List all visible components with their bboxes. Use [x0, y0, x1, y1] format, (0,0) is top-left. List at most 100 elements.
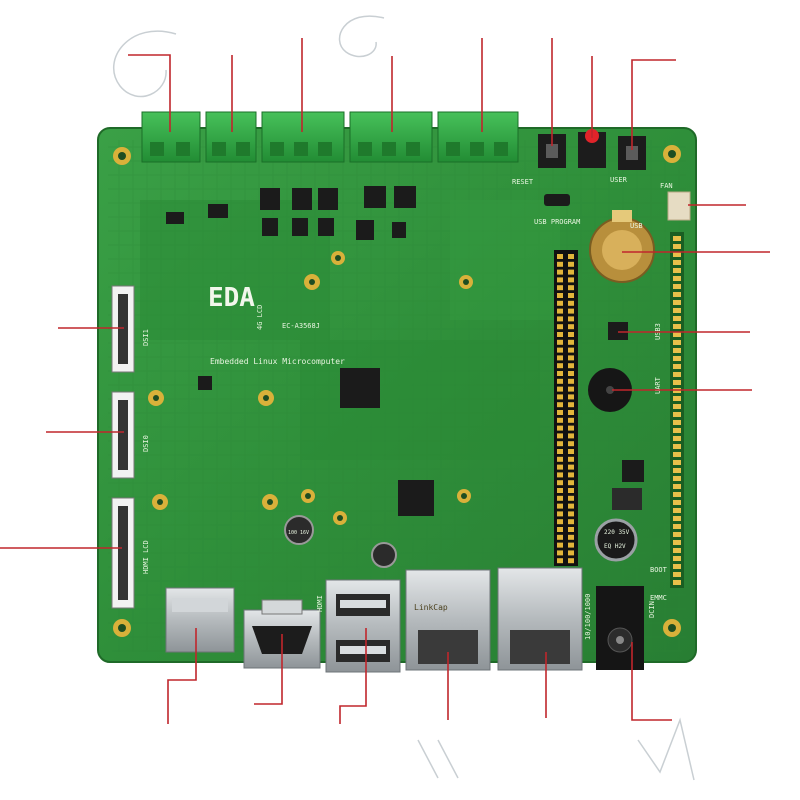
- label-small-cap: 100 16V: [288, 530, 309, 536]
- callout-dc-power-jack: [631, 642, 672, 721]
- edge-pin: [673, 380, 681, 385]
- header-pin: [568, 558, 574, 564]
- capacitor: [371, 542, 397, 568]
- watermark: [113, 15, 695, 781]
- header-pin: [557, 519, 563, 525]
- header-pin: [568, 300, 574, 306]
- header-pin: [568, 449, 574, 454]
- header-pin: [568, 293, 574, 298]
- header-pin: [568, 410, 574, 415]
- capacitor: [284, 515, 314, 545]
- mounting-hole: [113, 145, 681, 637]
- header-pin: [557, 293, 563, 298]
- header-pin: [568, 371, 574, 376]
- header-pin: [557, 503, 563, 509]
- header-pin: [557, 472, 563, 478]
- header-pin: [557, 464, 563, 470]
- tf-card-slot: [165, 587, 235, 653]
- label-cap-code: EQ H2V: [604, 543, 626, 550]
- edge-pin: [673, 452, 681, 457]
- header-pin: [568, 285, 574, 291]
- label-fan: FAN: [660, 182, 673, 190]
- gpio-header: [554, 250, 578, 566]
- header-pin: [568, 425, 574, 431]
- callout-user-button: [631, 59, 676, 150]
- header-pin: [568, 316, 574, 322]
- edge-pin: [673, 364, 681, 369]
- callout-lines: [0, 38, 770, 724]
- header-pin: [568, 495, 574, 501]
- header-pin: [568, 324, 574, 330]
- edge-pin: [673, 340, 681, 345]
- header-pin: [557, 456, 563, 462]
- edge-pin: [673, 316, 681, 321]
- header-pin: [568, 363, 574, 369]
- header-pin: [568, 433, 574, 439]
- edge-pin: [673, 564, 681, 569]
- header-pin: [568, 480, 574, 486]
- header-pin: [557, 261, 563, 267]
- label-uart: UART: [654, 376, 662, 394]
- header-pin: [557, 441, 563, 447]
- header-pin: [568, 347, 574, 353]
- header-pin: [568, 308, 574, 314]
- header-pin: [568, 456, 574, 462]
- label-reset: RESET: [512, 178, 534, 186]
- header-pin: [557, 363, 563, 369]
- right-edge-header: [670, 232, 684, 588]
- header-pin: [557, 488, 563, 493]
- fan-header: [667, 191, 691, 221]
- header-pin: [557, 394, 563, 400]
- edge-pin: [673, 332, 681, 337]
- header-pin: [557, 324, 563, 330]
- header-pin: [568, 277, 574, 283]
- edge-pin: [673, 508, 681, 513]
- edge-pin: [673, 468, 681, 473]
- callout-hdmi-port: [254, 634, 283, 705]
- callout-tf-card-slot: [167, 628, 197, 724]
- header-pin: [568, 417, 574, 423]
- header-pin: [557, 558, 563, 564]
- edge-pin: [673, 524, 681, 529]
- label-emmc: EMMC: [650, 594, 667, 602]
- edge-pin: [673, 260, 681, 265]
- board-logo: EDA: [208, 283, 255, 313]
- edge-pin: [673, 404, 681, 409]
- edge-pin: [673, 412, 681, 417]
- header-pin: [568, 511, 574, 517]
- header-pin: [557, 308, 563, 314]
- header-pin: [568, 534, 574, 540]
- label-dsi0: DSI0: [142, 435, 150, 452]
- header-pin: [557, 410, 563, 415]
- edge-pin: [673, 540, 681, 545]
- edge-pin: [673, 492, 681, 497]
- edge-pin: [673, 324, 681, 329]
- header-pin: [568, 339, 574, 345]
- label-cap-rating: 220 35V: [604, 529, 630, 536]
- callout-terminal-block-1: [128, 54, 171, 132]
- edge-pin: [673, 420, 681, 425]
- label-usb: USB: [630, 222, 643, 230]
- label-usb-program: USB PROGRAM: [534, 218, 580, 226]
- edge-pin: [673, 236, 681, 241]
- header-pin: [568, 402, 574, 408]
- header-pin: [557, 449, 563, 454]
- edge-pin: [673, 548, 681, 553]
- label-boot: BOOT: [650, 566, 668, 574]
- label-linkcap: LinkCap: [414, 603, 448, 612]
- header-pin: [557, 534, 563, 540]
- ic-chips: [166, 186, 644, 516]
- edge-pin: [673, 580, 681, 585]
- edge-pin: [673, 276, 681, 281]
- header-pin: [568, 394, 574, 400]
- edge-pin: [673, 436, 681, 441]
- header-pin: [568, 519, 574, 525]
- header-pin: [557, 300, 563, 306]
- header-pin: [568, 542, 574, 548]
- header-pin: [557, 316, 563, 322]
- edge-pin: [673, 372, 681, 377]
- label-dsi1: DSI1: [142, 329, 150, 346]
- edge-pin: [673, 572, 681, 577]
- label-4g-lcd: 4G LCD: [256, 305, 264, 330]
- edge-pin: [673, 532, 681, 537]
